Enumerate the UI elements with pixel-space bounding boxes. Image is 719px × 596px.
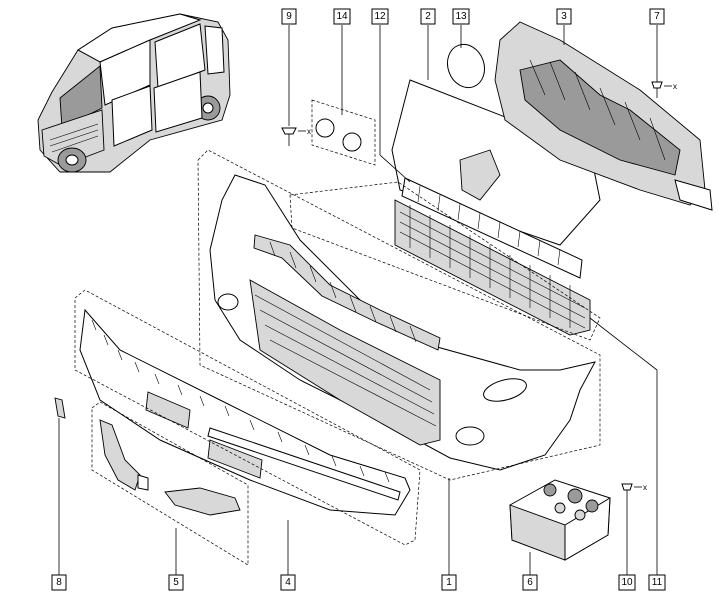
- fastener-7: [651, 81, 672, 98]
- svg-text:9: 9: [286, 11, 292, 22]
- part-11-grille: [394, 199, 591, 336]
- svg-text:14: 14: [336, 11, 348, 22]
- svg-text:10: 10: [621, 577, 633, 588]
- svg-text:1: 1: [446, 577, 452, 588]
- group-outline-caps: [311, 99, 376, 166]
- part-12-grille-strip: [401, 177, 583, 279]
- callout-14: 14: [333, 8, 351, 25]
- callout-2: 2: [420, 8, 436, 25]
- callout-7: 7: [649, 8, 665, 25]
- svg-text:13: 13: [455, 11, 467, 22]
- group-outline-bumper: [197, 149, 601, 481]
- axis-x-mark-10: x: [643, 483, 647, 492]
- callout-12: 12: [371, 8, 389, 25]
- group-outline-spoiler: [74, 289, 421, 546]
- part-4-spoiler: [79, 308, 411, 516]
- callout-13: 13: [452, 8, 470, 25]
- fastener-10: [621, 483, 642, 500]
- part-8-clip: [54, 397, 66, 419]
- svg-text:5: 5: [173, 577, 179, 588]
- callout-6: 6: [522, 574, 538, 591]
- leader-12b: [379, 154, 411, 183]
- part-13-emblem: [446, 43, 486, 89]
- svg-text:8: 8: [56, 577, 62, 588]
- svg-text:12: 12: [374, 11, 386, 22]
- part-6-fastener-kit: [509, 479, 611, 561]
- group-outline-grille: [289, 181, 601, 341]
- group-outline-brackets: [91, 401, 249, 566]
- svg-text:6: 6: [527, 577, 533, 588]
- callout-9: 9: [281, 8, 297, 25]
- fastener-9: [281, 127, 306, 146]
- svg-text:4: 4: [285, 577, 291, 588]
- callout-8: 8: [51, 574, 67, 591]
- vehicle-illustration: [37, 13, 231, 173]
- callout-4: 4: [280, 574, 296, 591]
- part-1-bumper: [209, 174, 596, 471]
- svg-text:7: 7: [654, 11, 660, 22]
- axis-x-mark-9: x: [307, 127, 311, 136]
- part-3-crossmember: [494, 21, 713, 211]
- callout-3: 3: [556, 8, 572, 25]
- callout-1: 1: [441, 574, 457, 591]
- svg-text:11: 11: [652, 577, 663, 588]
- callout-10: 10: [618, 574, 636, 591]
- svg-text:3: 3: [561, 11, 567, 22]
- leader-11b: [589, 317, 658, 371]
- svg-text:2: 2: [425, 11, 431, 22]
- callout-11: 11: [648, 574, 666, 591]
- axis-x-mark-7: x: [673, 82, 677, 91]
- callout-5: 5: [168, 574, 184, 591]
- part-5-brackets: [99, 419, 241, 516]
- part-14-caps: [315, 118, 362, 152]
